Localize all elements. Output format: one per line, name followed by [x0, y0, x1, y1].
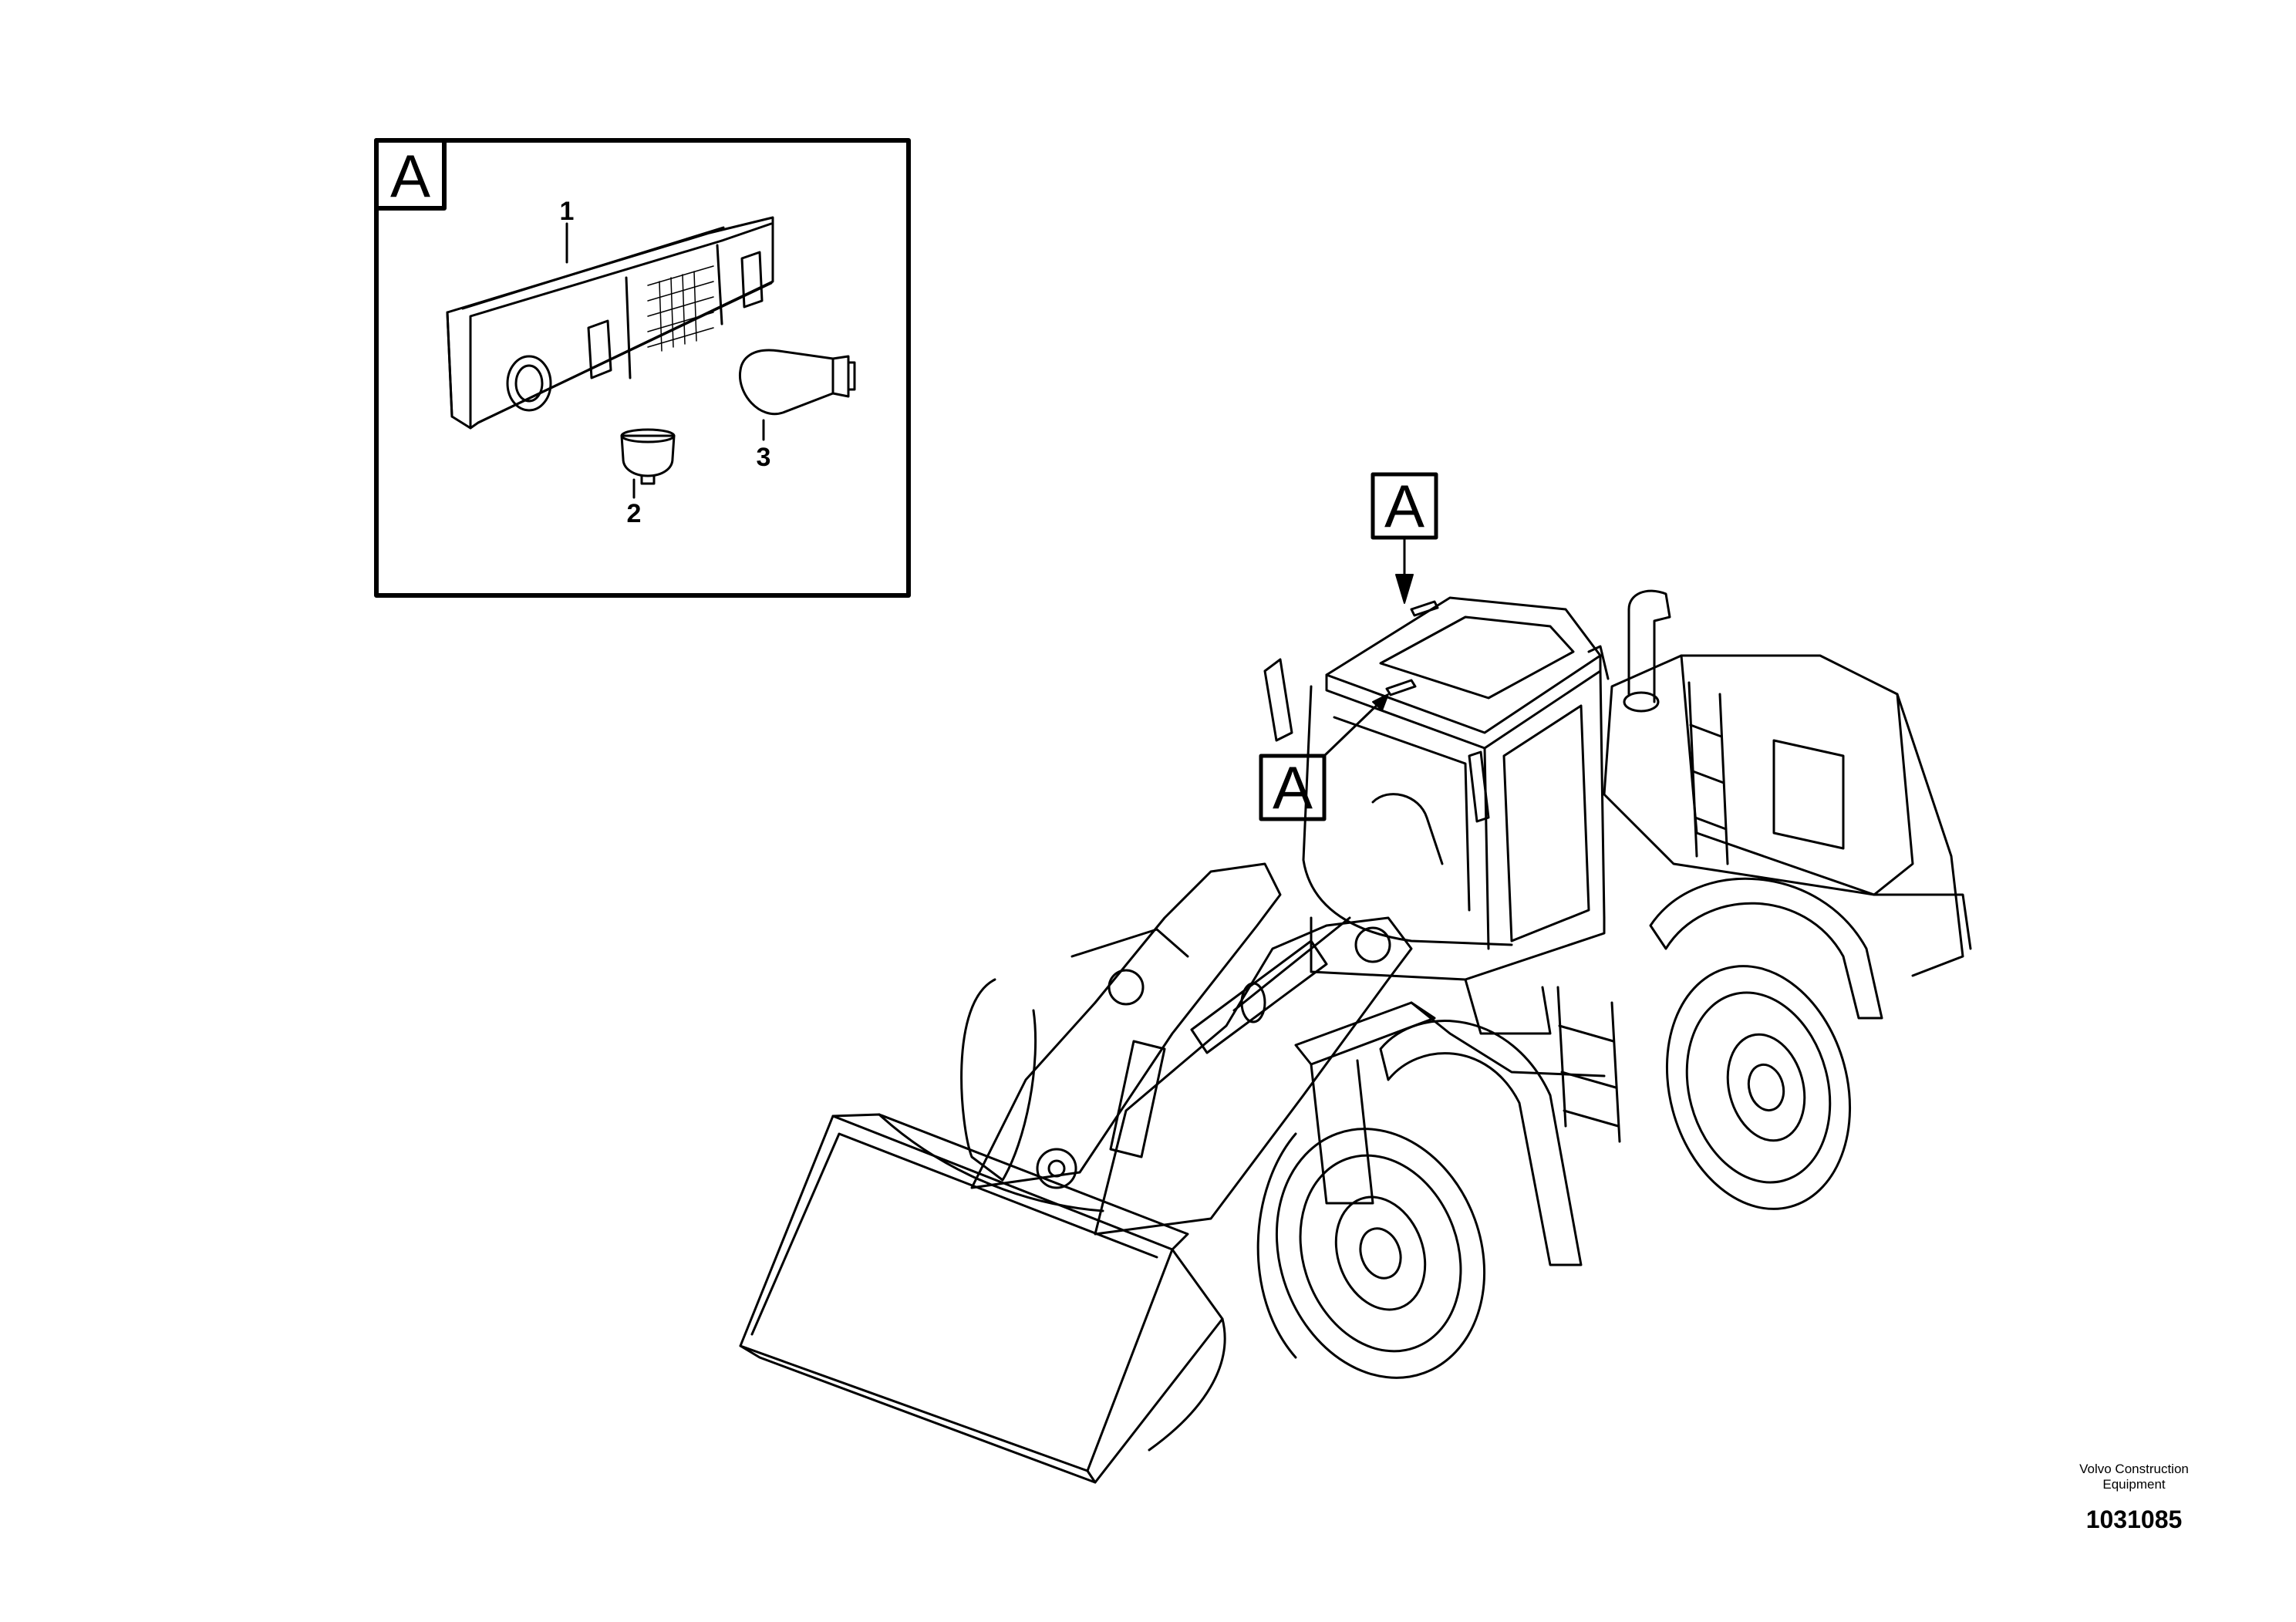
part-2-label: 2 — [627, 499, 642, 528]
brand-name-line1: Volvo Construction — [2079, 1462, 2189, 1476]
detail-frame — [374, 138, 911, 598]
rear-wheel-icon — [1665, 965, 1852, 1210]
drawing-number: 1031085 — [2085, 1506, 2183, 1533]
front-wheel-left-icon — [960, 978, 1037, 1182]
detail-label-text: A — [390, 142, 430, 210]
brand-name-line2: Equipment — [2102, 1477, 2166, 1492]
small-bulb-icon — [620, 428, 676, 485]
operator-cab-icon — [1263, 596, 1610, 950]
ladder-icon — [1556, 681, 1729, 1143]
engine-hood-icon — [1603, 654, 1972, 977]
exhaust-pipe-icon — [1623, 589, 1671, 713]
callout-side-text: A — [1273, 754, 1313, 821]
detail-view-a — [374, 138, 911, 598]
callout-top — [1371, 472, 1438, 604]
lift-arm-icon — [970, 862, 1413, 1236]
large-bulb-icon — [738, 349, 856, 416]
callout-side-leader — [1323, 696, 1386, 757]
callout-side-arrow — [1372, 693, 1389, 711]
wheel-loader-illustration — [739, 589, 1972, 1484]
bucket-icon — [739, 1113, 1226, 1484]
detail-label-box — [374, 138, 447, 211]
part-3-label: 3 — [757, 443, 771, 472]
part-1-label: 1 — [560, 197, 575, 226]
switch-panel-icon — [446, 216, 774, 430]
hydraulic-cylinder-icon — [1190, 916, 1351, 1054]
callout-top-text: A — [1384, 472, 1424, 540]
callout-side-box — [1259, 754, 1327, 821]
callout-top-arrow — [1395, 574, 1414, 604]
front-wheel-right-icon — [1256, 1128, 1486, 1379]
callout-side — [1259, 693, 1389, 821]
